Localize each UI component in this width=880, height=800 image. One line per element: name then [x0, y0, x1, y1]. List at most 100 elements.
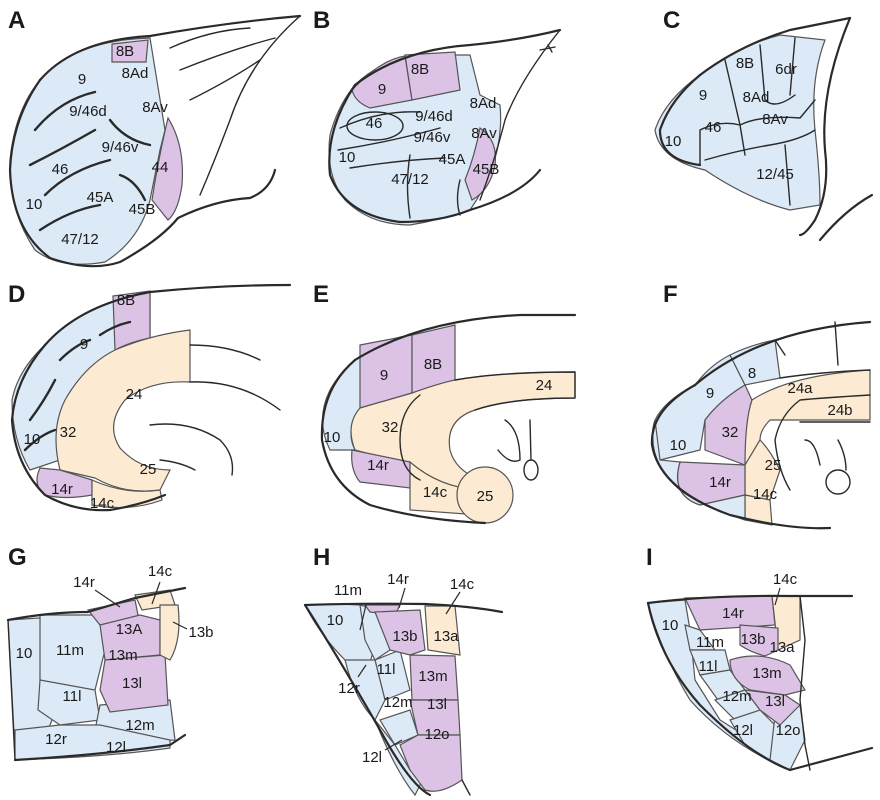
area-label: 46	[366, 115, 383, 132]
area-label: 8B	[424, 356, 442, 373]
area-label: 10	[665, 133, 682, 150]
area-label: 9/46d	[69, 103, 107, 120]
area-label: 10	[16, 645, 33, 662]
area-label: 14r	[722, 605, 744, 622]
panel-letter: B	[313, 7, 330, 34]
area-label: 8Ad	[743, 89, 770, 106]
panel-g: G 14c 14r 13A 13b 10 11m 13m 13l 11l 12m…	[8, 544, 214, 760]
panel-i: I 14c 14r 10 11m 13b 13a 11l 13m 12m 13l…	[646, 544, 872, 770]
area-label: 10	[670, 437, 687, 454]
area-label: 14r	[387, 571, 409, 588]
area-label: 24b	[827, 402, 852, 419]
area-label: 9	[78, 71, 86, 88]
area-label: 14c	[90, 495, 115, 512]
area-label: 14r	[367, 457, 389, 474]
area-label: 6dr	[775, 61, 797, 78]
panel-letter: A	[8, 7, 25, 34]
area-label: 24a	[787, 380, 813, 397]
area-label: 13b	[188, 624, 213, 641]
area-label: 12/45	[756, 166, 794, 183]
area-label: 47/12	[61, 231, 99, 248]
area-label: 14r	[51, 481, 73, 498]
area-label: 46	[705, 119, 722, 136]
area-label: 11m	[696, 634, 724, 651]
area-label: 10	[26, 196, 43, 213]
area-label: 8Ad	[470, 95, 497, 112]
area-label: 9/46d	[415, 108, 453, 125]
area-label: 9	[706, 385, 714, 402]
panel-letter: F	[663, 281, 678, 308]
area-label: 8Av	[142, 99, 168, 116]
area-label: 14c	[148, 563, 173, 580]
panel-letter: E	[313, 281, 329, 308]
area-label: 13m	[108, 647, 137, 664]
area-label: 13b	[740, 631, 765, 648]
area-label: 12l	[362, 749, 382, 766]
area-label: 45B	[129, 201, 156, 218]
area-label: 12m	[722, 688, 751, 705]
area-label: 13b	[392, 628, 417, 645]
area-label: 8Av	[762, 111, 788, 128]
area-label: 47/12	[391, 171, 429, 188]
panel-f: F 8 9 24a 24b 32 10 25 14r 14c	[652, 281, 870, 528]
area-label: 32	[722, 424, 739, 441]
panel-letter: D	[8, 281, 25, 308]
area-label: 10	[324, 429, 341, 446]
area-label: 24	[536, 377, 553, 394]
area-label: 9/46v	[414, 129, 451, 146]
area-label: 13a	[433, 628, 459, 645]
area-label: 9	[378, 81, 386, 98]
area-label: 10	[24, 431, 41, 448]
area-label: 14r	[73, 574, 95, 591]
area-label: 9/46v	[102, 139, 139, 156]
area-label: 13m	[418, 668, 447, 685]
area-label: 45B	[473, 161, 500, 178]
area-label: 25	[765, 457, 782, 474]
area-label: 12r	[45, 731, 67, 748]
area-label: 14c	[423, 484, 448, 501]
area-label: 8B	[116, 43, 134, 60]
area-label: 12m	[383, 694, 412, 711]
area-label: 24	[126, 386, 143, 403]
area-label: 12l	[106, 739, 126, 756]
area-label: 45A	[87, 189, 114, 206]
panel-h: H 11m 14r 14c 10 13b 13a 11l 13m 12r 12m…	[305, 544, 502, 795]
area-label: 45A	[439, 151, 466, 168]
area-label: 12o	[775, 722, 800, 739]
area-label: 25	[477, 488, 494, 505]
area-label: 9	[80, 336, 88, 353]
panel-e: E 24 9 8B 32 10 14r 14c 25	[313, 281, 575, 523]
area-label: 8Av	[471, 125, 497, 142]
area-label: 13l	[765, 693, 785, 710]
area-label: 8	[748, 365, 756, 382]
area-label: 11l	[699, 658, 718, 675]
area-label: 13l	[122, 675, 142, 692]
area-label: 8B	[736, 55, 754, 72]
area-label: 11m	[334, 582, 362, 599]
area-label: 8Ad	[122, 65, 149, 82]
area-label: 10	[327, 612, 344, 629]
area-label: 32	[60, 424, 77, 441]
area-label: 12m	[125, 717, 154, 734]
area-label: 9	[380, 367, 388, 384]
area-label: 25	[140, 461, 157, 478]
panel-d: D 8B 9 24 32 10 25 14r 14c	[8, 281, 290, 512]
area-label: 44	[152, 159, 169, 176]
panel-b: B 8B 9 9/46d 8Ad 46 9/46v 8Av 10 45A 45B…	[313, 7, 560, 225]
area-label: 8B	[117, 292, 135, 309]
area-label: 14c	[753, 486, 778, 503]
area-label: 13m	[752, 665, 781, 682]
panel-letter: I	[646, 544, 653, 571]
area-label: 8B	[411, 61, 429, 78]
area-label: 14c	[450, 576, 475, 593]
area-label: 12r	[338, 680, 360, 697]
panel-c: C 8B 6dr 9 8Ad 46 8Av 10 12/45	[655, 7, 872, 240]
area-label: 14c	[773, 571, 798, 588]
area-label: 14r	[709, 474, 731, 491]
area-label: 13l	[427, 696, 447, 713]
area-label: 32	[382, 419, 399, 436]
area-label: 10	[339, 149, 356, 166]
area-label: 46	[52, 161, 69, 178]
area-label: 11l	[377, 661, 396, 678]
